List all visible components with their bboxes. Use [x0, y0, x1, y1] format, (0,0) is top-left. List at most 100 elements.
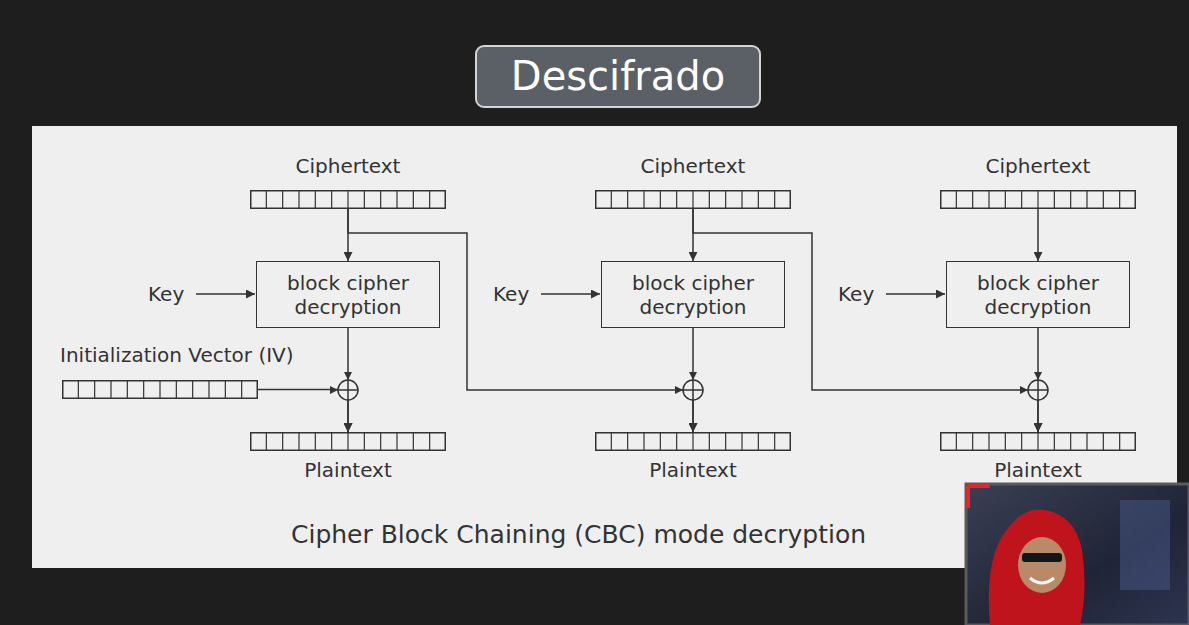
cell-divider — [1054, 190, 1055, 209]
block-outline — [251, 191, 446, 209]
cell-divider — [176, 380, 177, 399]
cell-divider — [676, 432, 677, 451]
block-outline — [596, 433, 791, 451]
cell-divider — [347, 432, 348, 451]
cell-divider — [1103, 432, 1104, 451]
key-label: Key — [838, 282, 874, 306]
cell-divider — [94, 380, 95, 399]
arrowhead — [675, 386, 683, 394]
arrowhead — [344, 372, 352, 380]
xor-circle — [338, 380, 358, 400]
xor-circle — [683, 380, 703, 400]
red-hood — [989, 509, 1085, 625]
cell-divider — [225, 380, 226, 399]
cell-divider — [143, 380, 144, 399]
cell-divider — [1119, 432, 1120, 451]
cell-divider — [972, 190, 973, 209]
cell-divider — [1021, 432, 1022, 451]
cell-divider — [429, 432, 430, 451]
bit-block: Ciphertext — [250, 190, 446, 209]
block-outline — [941, 191, 1136, 209]
bit-block: Plaintext — [250, 432, 446, 451]
cell-divider — [266, 432, 267, 451]
cell-divider — [159, 380, 160, 399]
bit-block: Plaintext — [595, 432, 791, 451]
smile — [1030, 578, 1054, 583]
cell-divider — [774, 190, 775, 209]
cell-divider — [1119, 190, 1120, 209]
block-label: Plaintext — [994, 458, 1082, 482]
cell-divider — [692, 432, 693, 451]
cell-divider — [611, 190, 612, 209]
cell-divider — [988, 190, 989, 209]
title-heading: Descifrado — [475, 45, 761, 108]
cell-divider — [725, 190, 726, 209]
cell-divider — [298, 190, 299, 209]
cell-divider — [956, 190, 957, 209]
webcam-frame — [966, 484, 1189, 625]
cell-divider — [380, 432, 381, 451]
cell-divider — [1037, 432, 1038, 451]
data-flow-arrow — [258, 390, 348, 433]
xor-plus — [692, 380, 694, 400]
cell-divider — [331, 432, 332, 451]
cell-divider — [972, 432, 973, 451]
cell-divider — [282, 432, 283, 451]
block-label: Plaintext — [649, 458, 737, 482]
cell-divider — [1037, 190, 1038, 209]
block-outline — [63, 381, 258, 399]
cell-divider — [266, 190, 267, 209]
cell-divider — [1070, 190, 1071, 209]
cell-divider — [676, 190, 677, 209]
block-outline — [251, 433, 446, 451]
cell-divider — [643, 190, 644, 209]
decryption-box: block cipher decryption — [946, 261, 1130, 328]
cell-divider — [78, 380, 79, 399]
xor-circle — [1028, 380, 1048, 400]
cell-divider — [627, 190, 628, 209]
xor-symbol — [1020, 372, 1048, 400]
glasses — [1022, 553, 1062, 562]
webcam-backdrop — [1120, 500, 1170, 590]
bit-block: Plaintext — [940, 432, 1136, 451]
cell-divider — [692, 190, 693, 209]
cell-divider — [413, 190, 414, 209]
bit-cells — [250, 432, 446, 451]
cell-divider — [660, 190, 661, 209]
cell-divider — [1086, 190, 1087, 209]
decryption-box: block cipher decryption — [601, 261, 785, 328]
box-label: block cipher decryption — [267, 271, 429, 319]
bit-cells — [595, 432, 791, 451]
cell-divider — [364, 190, 365, 209]
bit-block: Ciphertext — [595, 190, 791, 209]
cell-divider — [413, 432, 414, 451]
key-label: Key — [493, 282, 529, 306]
cell-divider — [660, 432, 661, 451]
cell-divider — [611, 432, 612, 451]
cell-divider — [1086, 432, 1087, 451]
cell-divider — [315, 190, 316, 209]
cell-divider — [396, 190, 397, 209]
cell-divider — [1021, 190, 1022, 209]
cell-divider — [110, 380, 111, 399]
block-label: Initialization Vector (IV) — [60, 343, 294, 367]
box-label: block cipher decryption — [957, 271, 1119, 319]
cell-divider — [298, 432, 299, 451]
face — [1018, 537, 1066, 593]
arrowhead — [1034, 372, 1042, 380]
cell-divider — [241, 380, 242, 399]
cell-divider — [208, 380, 209, 399]
cell-divider — [127, 380, 128, 399]
webcam-corner — [968, 486, 990, 508]
box-label: block cipher decryption — [612, 271, 774, 319]
xor-symbol — [675, 372, 703, 400]
block-label: Ciphertext — [641, 154, 746, 178]
block-label: Ciphertext — [296, 154, 401, 178]
cell-divider — [1054, 432, 1055, 451]
cell-divider — [956, 432, 957, 451]
cell-divider — [1070, 432, 1071, 451]
xor-symbol — [330, 372, 358, 400]
cell-divider — [331, 190, 332, 209]
block-label: Ciphertext — [986, 154, 1091, 178]
cell-divider — [315, 432, 316, 451]
